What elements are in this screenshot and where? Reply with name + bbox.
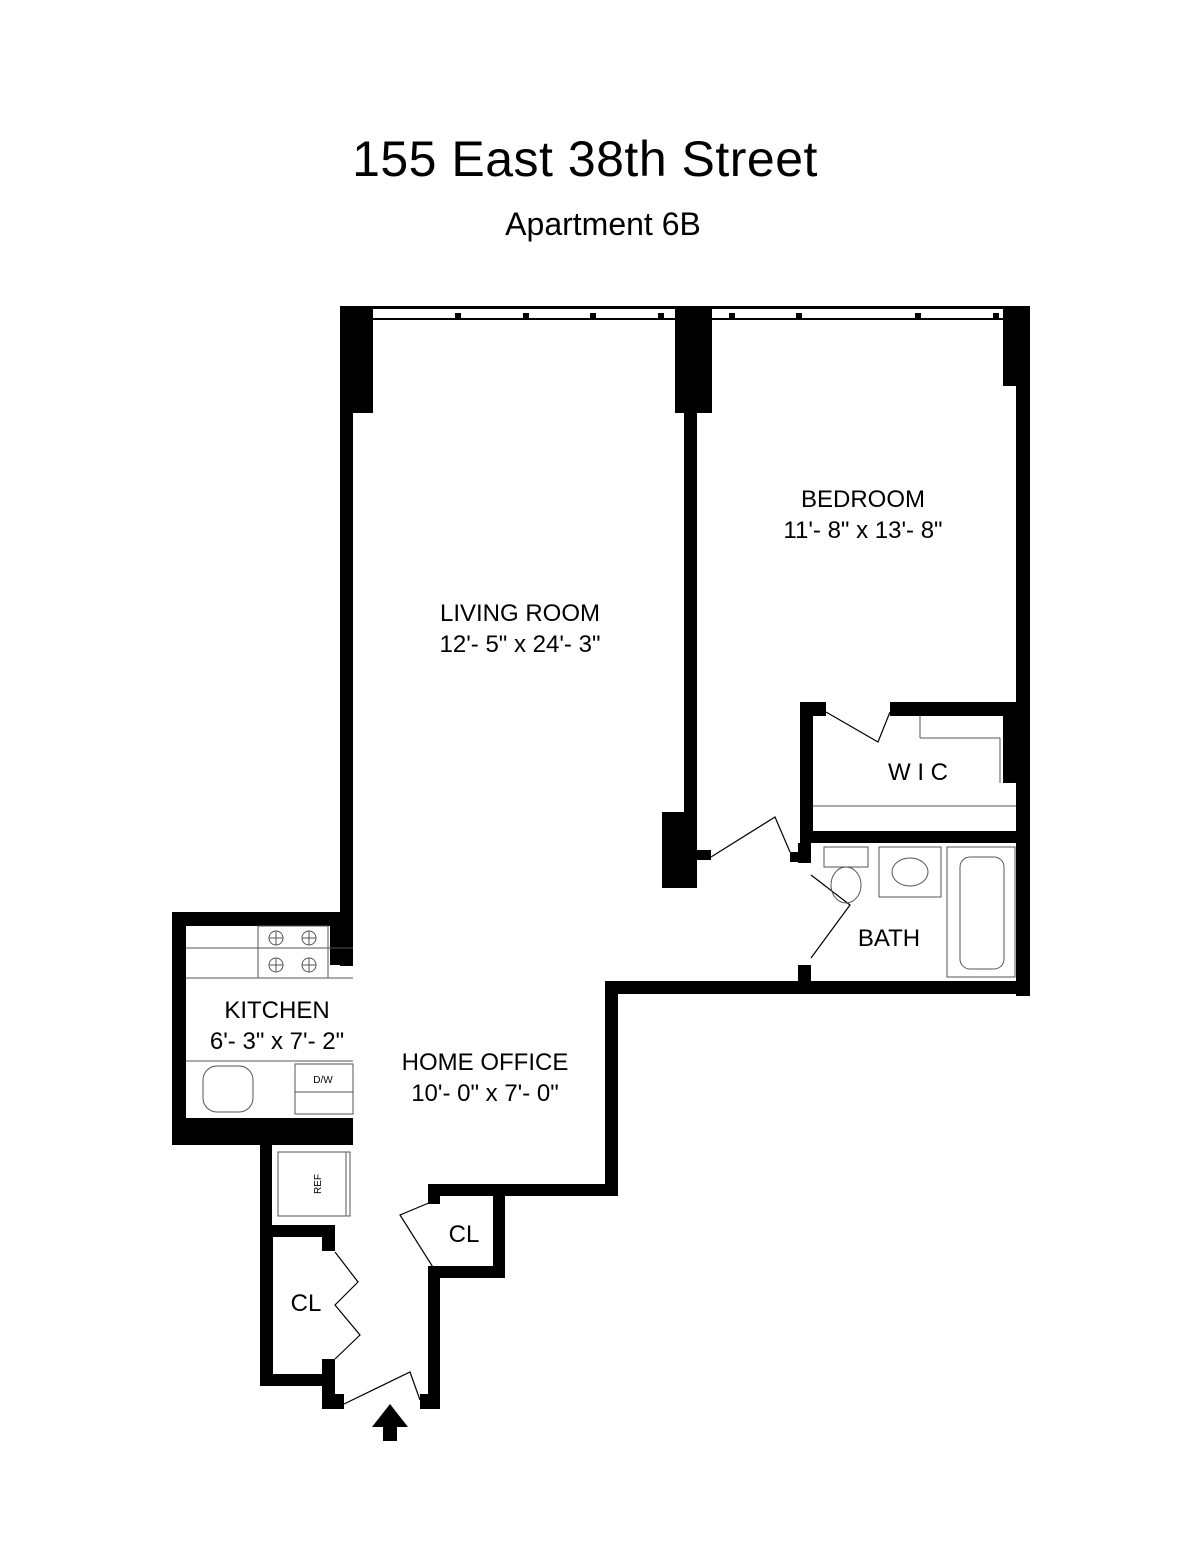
stove: [257, 925, 329, 979]
wic-shelves: [813, 716, 1016, 807]
closet-right-name: CL: [449, 1221, 480, 1248]
page-subtitle: Apartment 6B: [505, 206, 701, 242]
bath-fixtures: [823, 846, 1016, 978]
door-entry: [343, 1371, 421, 1405]
bedroom-name: BEDROOM: [801, 486, 925, 513]
door-bath: [810, 874, 851, 959]
kitchen-name: KITCHEN: [224, 997, 329, 1024]
entry-arrow-icon: [372, 1404, 408, 1441]
wall-bath-bottom: [605, 981, 1030, 994]
wall-wic-top-right: [890, 702, 1030, 716]
door-closet-left: [334, 1251, 361, 1360]
dishwasher-label: D/W: [313, 1075, 333, 1086]
kitchen-fixtures: [186, 925, 354, 1217]
door-wic: [825, 711, 891, 743]
doors: [334, 711, 891, 1405]
home-office-name: HOME OFFICE: [402, 1049, 569, 1076]
toilet-icon: [830, 866, 862, 904]
wic-name: W I C: [888, 759, 948, 786]
sink-icon: [891, 857, 929, 887]
toilet-tank: [823, 846, 869, 868]
bathtub-icon: [946, 846, 1016, 978]
dishwasher: [294, 1063, 354, 1115]
bath-name: BATH: [858, 925, 920, 952]
kitchen-size: 6'- 3" x 7'- 2": [210, 1028, 344, 1055]
home-office-size: 10'- 0" x 7'- 0": [411, 1080, 559, 1107]
wall-closet-left: [260, 1225, 273, 1385]
wall-corridor-right: [428, 1266, 440, 1409]
wall-living-bedroom: [684, 306, 697, 831]
vanity: [878, 846, 942, 898]
wall-kitchen-bottom: [172, 1118, 353, 1145]
page-title: 155 East 38th Street: [352, 131, 818, 187]
refrigerator: [277, 1151, 351, 1217]
refrigerator-label: REF: [313, 1174, 324, 1194]
wall-right: [1016, 306, 1030, 996]
wall-living-left: [340, 306, 353, 966]
wall-kitchen-left: [172, 912, 186, 1145]
bedroom-size: 11'- 8" x 13'- 8": [783, 517, 942, 544]
wall-closet-right-side: [493, 1184, 505, 1277]
wall-office-right: [605, 981, 618, 1193]
closet-left-name: CL: [291, 1290, 322, 1317]
column-center-low: [662, 812, 697, 888]
stove-burner-icon: [268, 930, 317, 973]
living-room-size: 12'- 5" x 24'- 3": [440, 631, 601, 658]
living-room-name: LIVING ROOM: [440, 600, 600, 627]
door-closet-right: [399, 1199, 437, 1273]
sink-icon: [202, 1065, 254, 1113]
wall-wic-bath: [800, 831, 1030, 843]
door-bedroom: [710, 816, 791, 858]
wall-office-step: [428, 1184, 618, 1196]
wall-kitchen-top: [172, 912, 353, 926]
walls: [172, 306, 1030, 1409]
